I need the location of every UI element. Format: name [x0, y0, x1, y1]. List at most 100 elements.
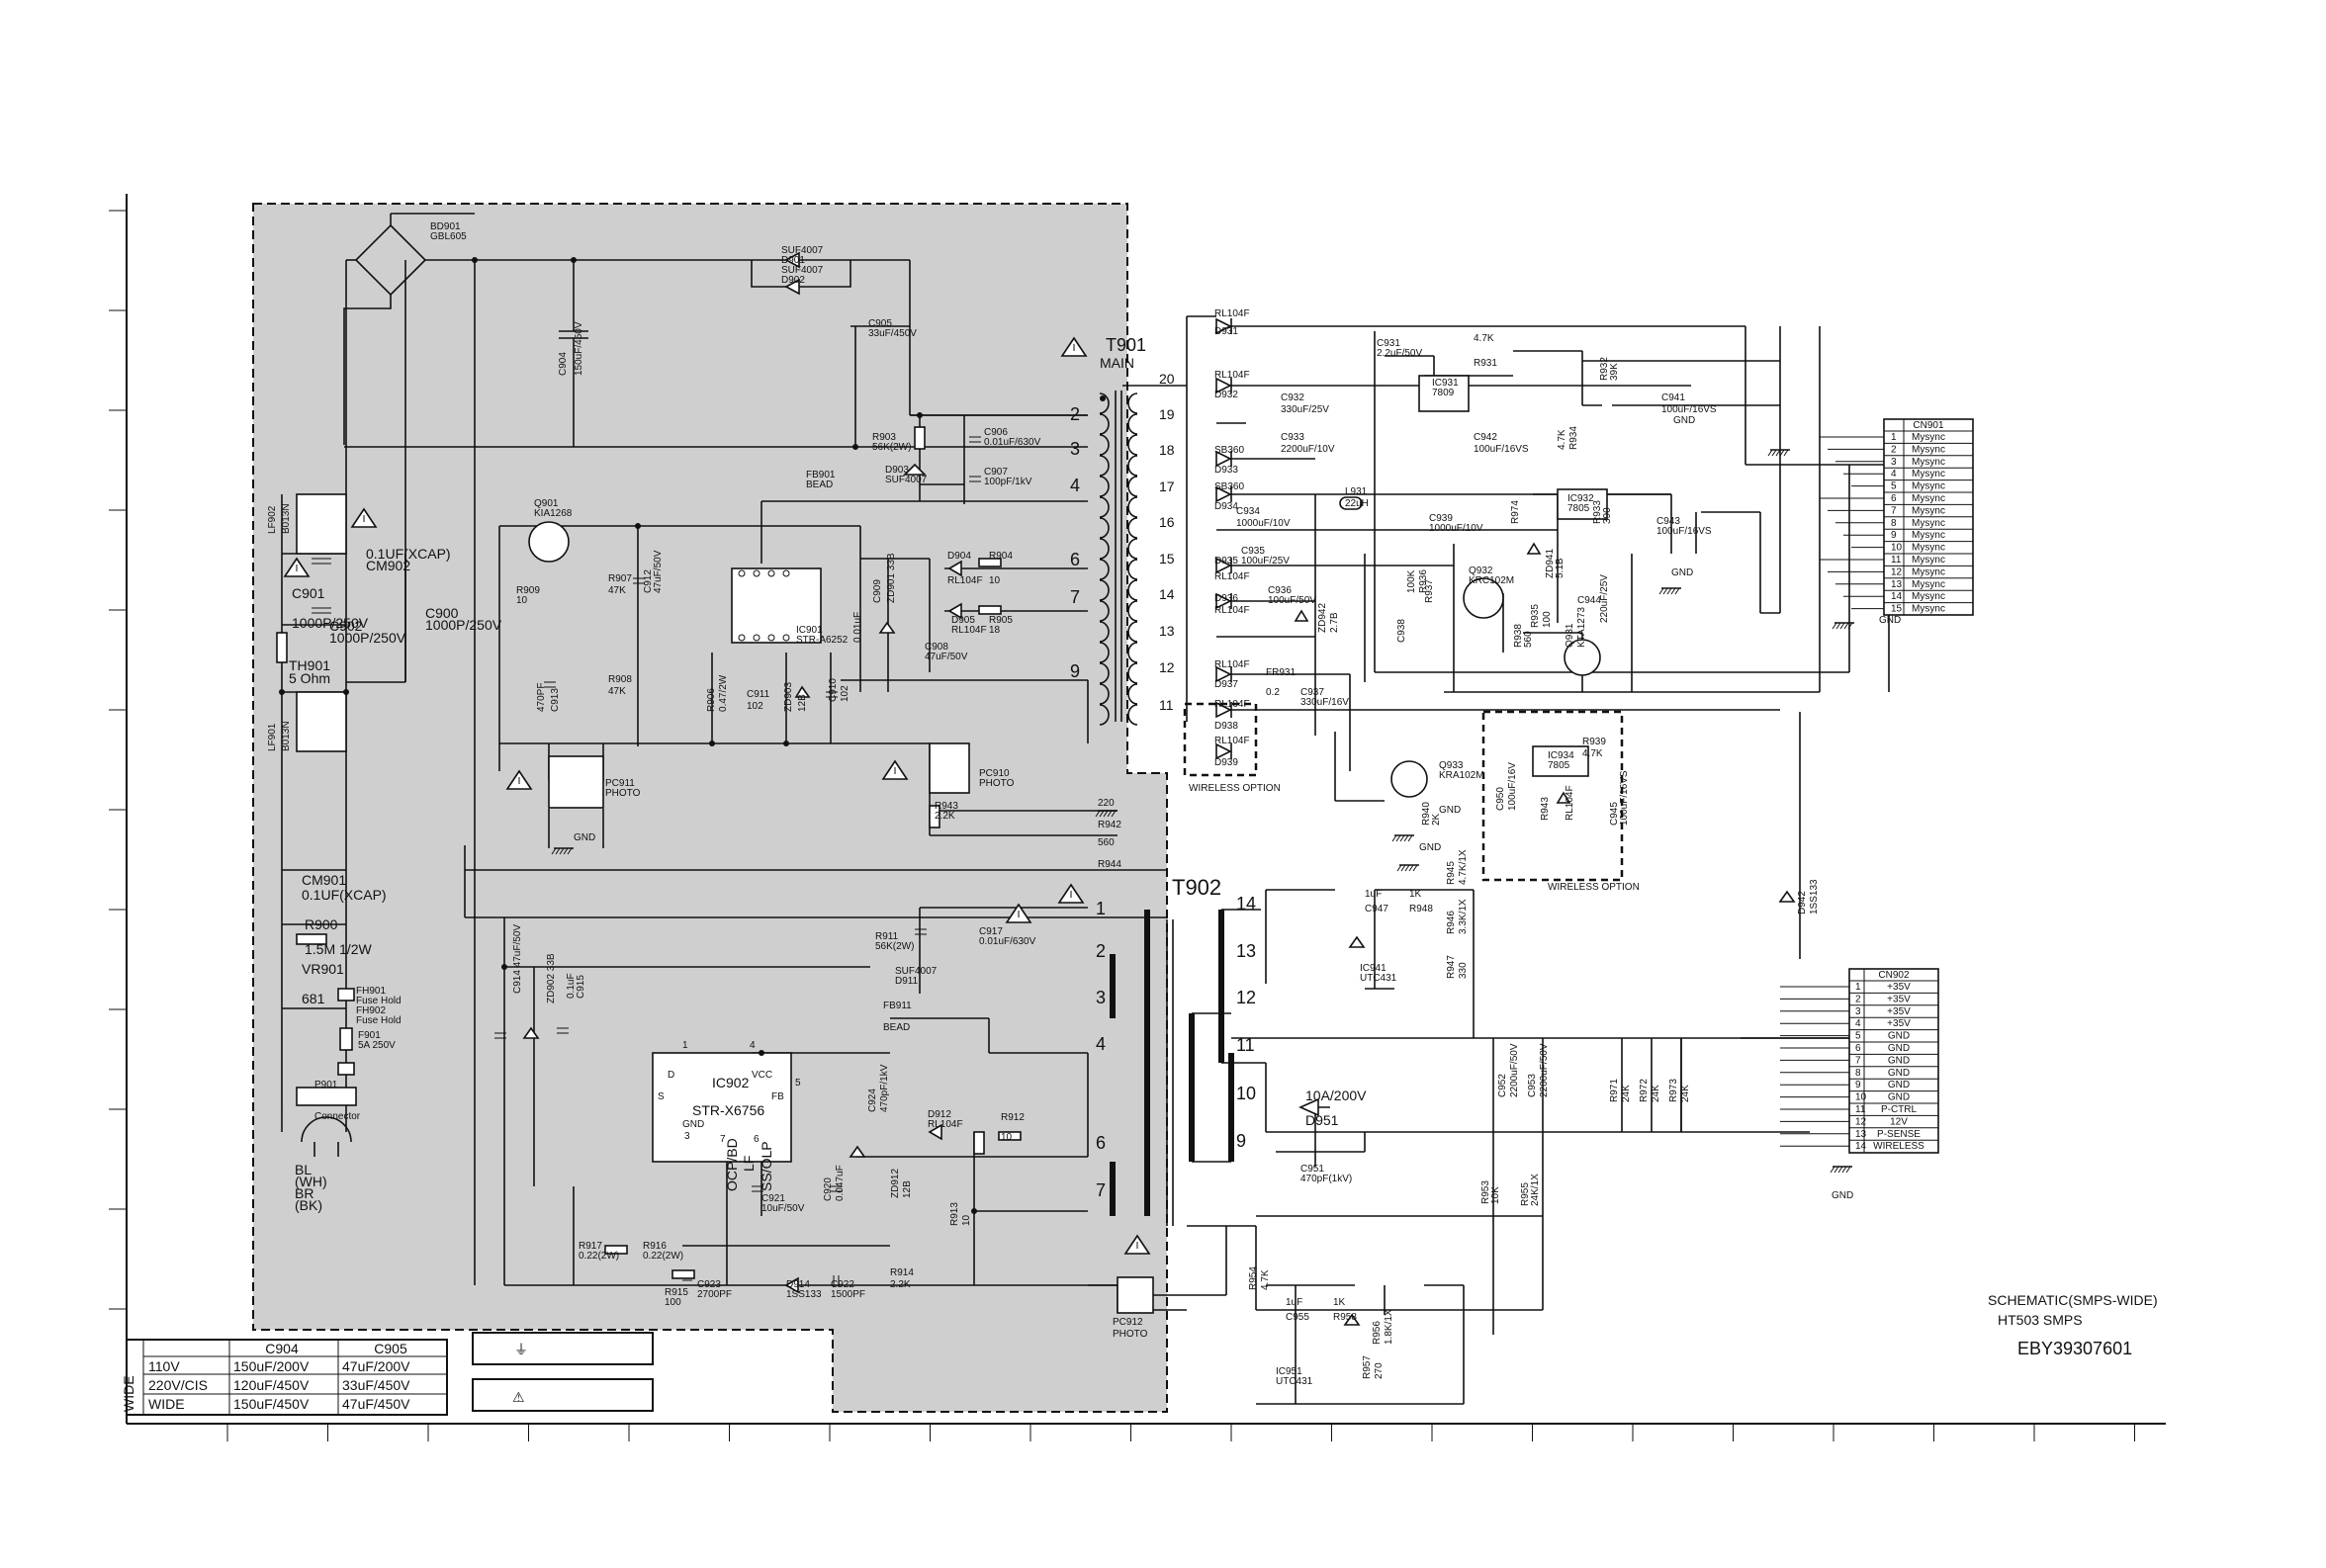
cn901-pin: 10 [1891, 543, 1903, 554]
title-block-number: EBY39307601 [2017, 1339, 2132, 1358]
t902-pin: 3 [1096, 988, 1106, 1007]
cn901-pin: 3 [1891, 457, 1897, 468]
cn901-pin-name: Mysync [1912, 493, 1945, 504]
variant-cell: 47uF/200V [342, 1358, 410, 1374]
t902-pin: 1 [1096, 899, 1106, 918]
component-label: C945 [1609, 802, 1620, 826]
t902-pin: 2 [1096, 941, 1106, 961]
component-label: 24K [1651, 1085, 1661, 1102]
secondary-wiring [1122, 315, 1909, 1405]
component-label: R905 [989, 615, 1013, 626]
cn902-pin: 10 [1855, 1092, 1867, 1103]
component-label: Fuse Hold [356, 996, 402, 1006]
diode-icon [1215, 742, 1232, 760]
component-label: 24K [1621, 1085, 1632, 1102]
component-label: SB360 [1214, 481, 1244, 492]
diode-icon [1215, 701, 1232, 719]
component-label: TH901 [289, 657, 330, 673]
component-label: R909 [516, 585, 540, 596]
variant-cell: 110V [148, 1358, 180, 1374]
component-label: 100uF/16V [1507, 762, 1518, 811]
cn901-pin-name: Mysync [1912, 604, 1945, 615]
component-label: R932 [1599, 357, 1610, 381]
cn901-pin: 4 [1891, 469, 1897, 479]
component-label: IC951 [1276, 1366, 1302, 1377]
component-label: C908 [925, 642, 948, 653]
component-label: IC931 [1432, 378, 1459, 389]
ic902-pin: 7 [720, 1134, 726, 1145]
component-label: 560 [1523, 631, 1534, 648]
diode-icon [1215, 592, 1232, 610]
component-label: R974 [1510, 500, 1521, 524]
cn902-pin: 1 [1855, 982, 1861, 993]
component-label: 33uF/450V [868, 328, 917, 339]
component-label: C935 [1241, 546, 1265, 557]
component-label: R913 [949, 1202, 960, 1226]
component-label: IC941 [1360, 963, 1387, 974]
variant-header: C905 [374, 1341, 407, 1356]
cn901-pin: 13 [1891, 579, 1903, 590]
component-label: C910 [828, 678, 839, 702]
component-label: 0.01uF/630V [984, 437, 1041, 448]
component-label: 4.7K [1474, 333, 1494, 344]
component-label: R971 [1609, 1079, 1620, 1102]
component-label: RL104F [1214, 370, 1250, 381]
cn902-pin-name: GND [1888, 1068, 1910, 1079]
variant-cell: 220V/CIS [148, 1377, 208, 1393]
component-label: C905 [868, 318, 892, 329]
component-label: D933 [1214, 465, 1238, 476]
primary-components [276, 251, 1154, 1314]
component-label: R934 [1568, 426, 1579, 450]
ic902-pin: 4 [750, 1040, 756, 1051]
cn902-pin: 11 [1855, 1104, 1866, 1115]
secondary-components [551, 317, 1974, 1326]
t901-pin: 13 [1159, 623, 1175, 639]
ic902-pin: 6 [754, 1134, 760, 1145]
component-label: 0.01uF [852, 612, 863, 643]
cn901-pin-name: Mysync [1912, 469, 1945, 479]
component-label: 10A/200V [1305, 1088, 1367, 1103]
component-label: 7809 [1432, 388, 1455, 398]
component-label: R903 [872, 432, 896, 443]
component-label: 4.7K/1X [1458, 849, 1469, 885]
cn901-pin: 1 [1891, 432, 1897, 443]
component-label: R938 [1513, 624, 1524, 648]
component-label: BD901 [430, 221, 461, 232]
cn901-pin: 2 [1891, 444, 1897, 455]
component-label: 5.1B [1555, 558, 1566, 578]
t901-label: T901 [1106, 335, 1146, 355]
component-label: R911 [875, 931, 899, 942]
t901-pin: 15 [1159, 551, 1175, 566]
component-label: R945 [1446, 861, 1457, 885]
t901-pin: 9 [1070, 661, 1080, 681]
component-label: 39K [1609, 363, 1620, 381]
component-label: FH901 [356, 986, 386, 997]
component-label: PC910 [979, 768, 1010, 779]
component-label: 0.22(2W) [643, 1251, 683, 1262]
component-label: 100uF/16VS [1661, 404, 1717, 415]
component-label: 102 [840, 685, 850, 702]
component-label: PHOTO [1113, 1329, 1148, 1340]
component-label: 1uF [1286, 1297, 1302, 1308]
component-label: 100 [665, 1297, 681, 1308]
component-label: BR [295, 1185, 313, 1201]
component-label: 560 [1098, 837, 1115, 848]
cn901-pin-name: Mysync [1912, 543, 1945, 554]
component-label: R915 [665, 1287, 688, 1298]
component-label: 0.1UF(XCAP) [366, 546, 451, 562]
diode-icon [1215, 485, 1232, 503]
component-label: R940 [1421, 802, 1432, 826]
variant-header: C904 [265, 1341, 299, 1356]
gnd-label: GND [1832, 1190, 1853, 1201]
component-label: IC932 [1567, 493, 1594, 504]
component-label: RL104F [1214, 571, 1250, 582]
component-label: 2200uF/50V [1539, 1043, 1550, 1097]
component-label: 10 [961, 1214, 972, 1226]
cn901-pin: 15 [1891, 604, 1903, 615]
ic902-label: S [658, 1091, 665, 1102]
variant-cell: WIDE [148, 1396, 185, 1412]
component-label: R917 [579, 1241, 602, 1252]
component-label: 56K(2W) [875, 941, 914, 952]
component-label: D951 [1305, 1112, 1339, 1128]
component-label: 2700PF [697, 1289, 732, 1300]
